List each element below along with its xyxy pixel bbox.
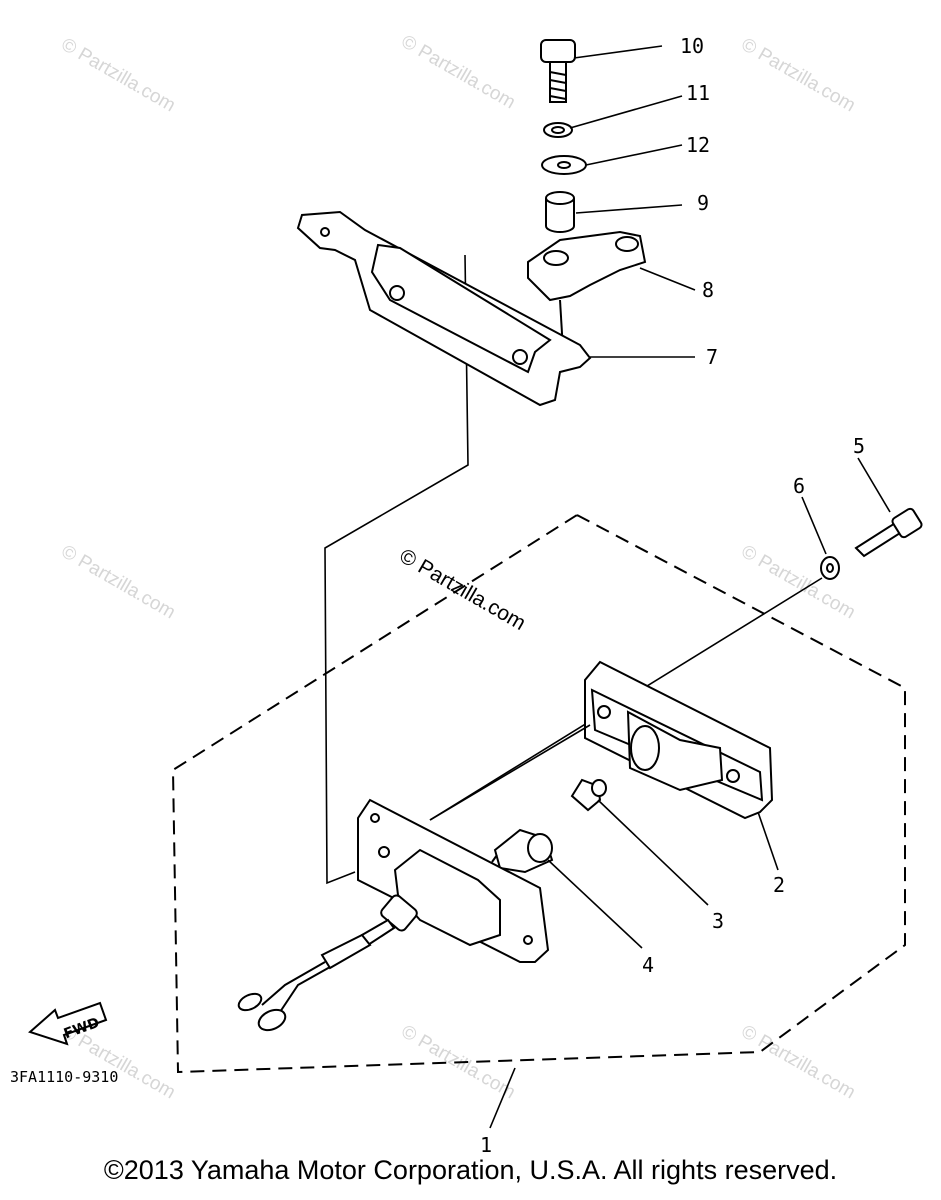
callout-4: 4: [642, 953, 654, 977]
callout-8: 8: [702, 278, 714, 302]
part-3-bulb: [570, 778, 607, 812]
part-12-flat-washer: [541, 155, 587, 175]
callout-6: 6: [793, 474, 805, 498]
callout-11: 11: [686, 81, 710, 105]
watermark: © Partzilla.com: [58, 541, 179, 623]
lamp-housing: [357, 724, 591, 963]
callout-5: 5: [853, 434, 865, 458]
assembly-dashed-outline: [171, 514, 906, 1074]
watermarks: © Partzilla.com © Partzilla.com © Partzi…: [58, 31, 859, 1103]
part-6-washer: [820, 556, 840, 580]
watermark: © Partzilla.com: [738, 1021, 859, 1103]
callout-12: 12: [686, 133, 710, 157]
part-4-socket: [491, 828, 554, 874]
mount-connector-line: [324, 254, 469, 885]
part-2-lens: [584, 660, 774, 820]
callout-2: 2: [773, 873, 785, 897]
part-8-holder-arm: [527, 230, 647, 351]
part-11-lock-washer: [543, 122, 573, 138]
watermark: © Partzilla.com: [58, 34, 179, 116]
watermark: © Partzilla.com: [398, 31, 519, 113]
part-5-screw: [854, 507, 923, 558]
diagram-code: 3FA1110-9310: [10, 1068, 118, 1086]
callout-1: 1: [480, 1133, 492, 1157]
watermark: © Partzilla.com: [738, 34, 859, 116]
watermark: © Partzilla.com: [738, 541, 859, 623]
part-7-bracket: [296, 210, 592, 407]
callout-7: 7: [706, 345, 718, 369]
part-10-bolt: [540, 39, 576, 103]
leader-lines: [489, 45, 891, 1129]
callout-10: 10: [680, 34, 704, 58]
part-9-collar: [545, 191, 575, 233]
wire-harness: [237, 894, 418, 1032]
copyright-footer: ©2013 Yamaha Motor Corporation, U.S.A. A…: [103, 1155, 838, 1185]
callout-9: 9: [697, 191, 709, 215]
callout-3: 3: [712, 909, 724, 933]
